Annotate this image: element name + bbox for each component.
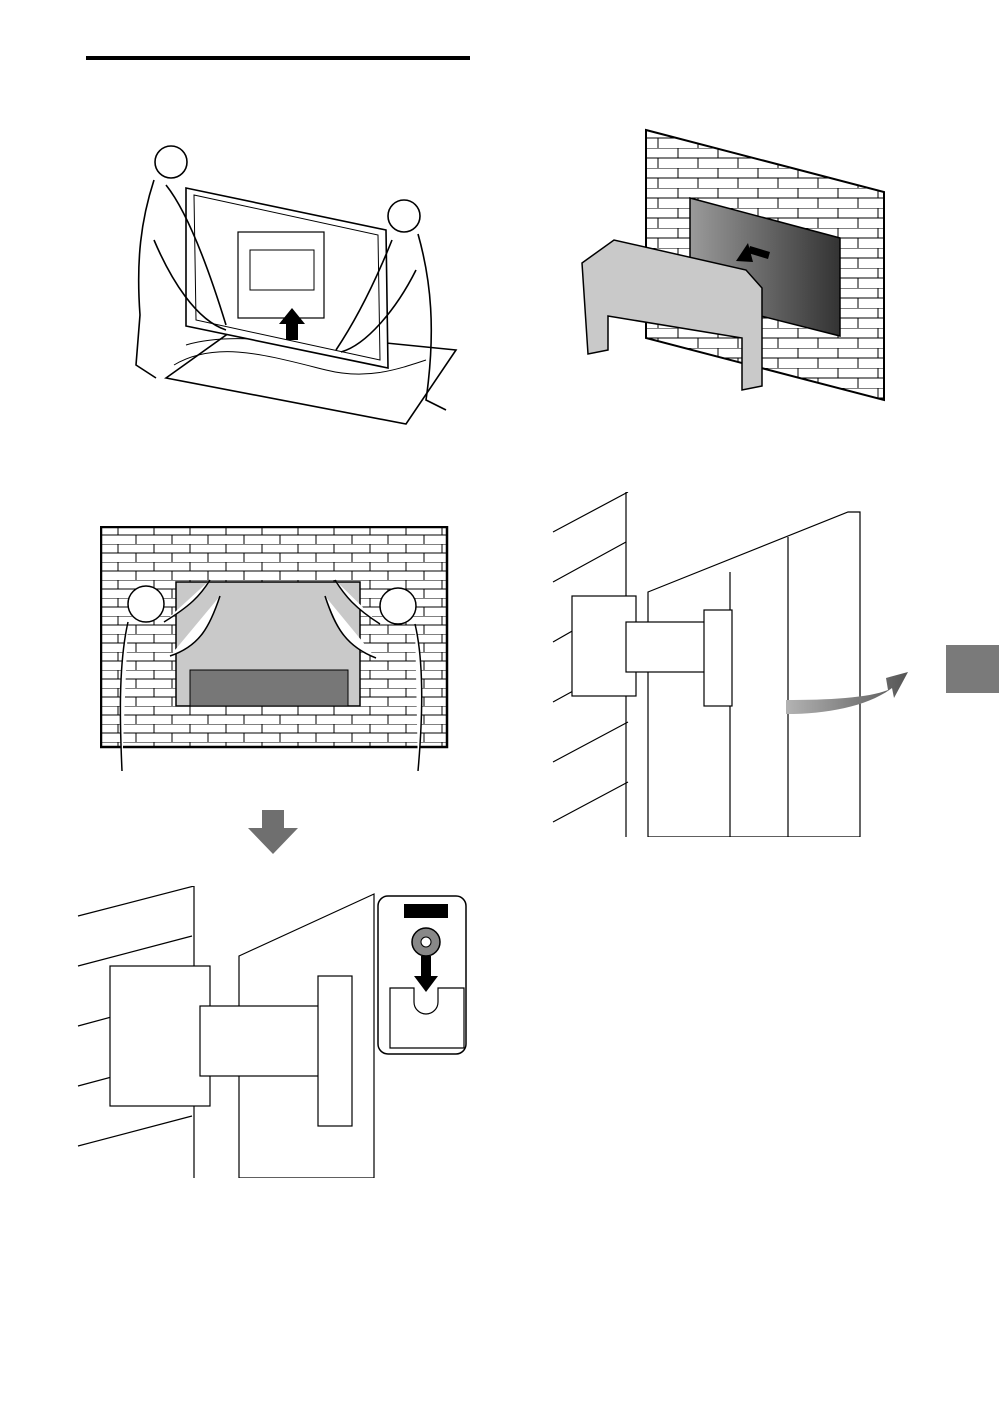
figure-lift-tv-onto-wall (100, 526, 450, 771)
figure-remove-tv-from-carton (126, 140, 458, 425)
figure-swing-bracket-arm (548, 492, 910, 837)
section-title-rule (86, 56, 470, 60)
swing-illustration (548, 492, 910, 837)
cover-illustration (578, 128, 888, 403)
carton-illustration (126, 140, 458, 425)
down-arrow-icon (248, 810, 298, 854)
step-down-arrow (248, 810, 298, 854)
up-arrow-icon (286, 322, 298, 340)
figure-hook-screw-into-slot (74, 886, 470, 1178)
wall-lift-illustration (100, 526, 450, 771)
section-side-tab (946, 645, 999, 693)
figure-remove-protective-cover (578, 128, 888, 403)
hook-illustration (74, 886, 470, 1178)
